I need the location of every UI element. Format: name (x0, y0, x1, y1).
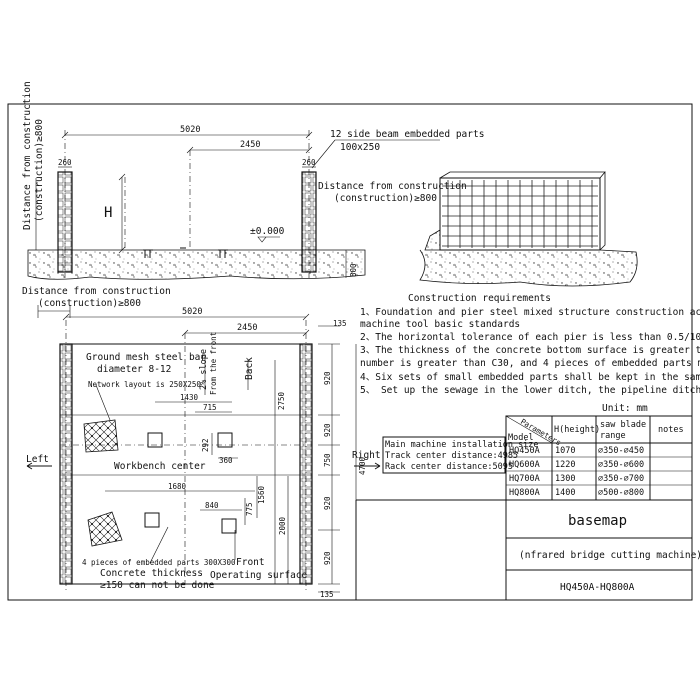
concrete-thickness-2: ≥150 can not be done (100, 580, 215, 591)
table-cell-r2-c2: 1220 (555, 460, 575, 470)
ground-mesh-2: diameter 8-12 (97, 364, 171, 375)
section-dim-pier-left: 260 (58, 158, 72, 167)
requirement-line-5: number is greater than C30, and 4 pieces… (360, 358, 700, 369)
left-label: Left (26, 454, 49, 465)
section-dim-total: 5020 (180, 125, 200, 135)
beam-parts-label: 12 side beam embedded parts (330, 129, 484, 140)
plan-dist-2: (construction)≥800 (38, 298, 141, 309)
section-dist-right-1: Distance from construction (318, 181, 467, 192)
concrete-thickness-1: Concrete thickness (100, 568, 203, 579)
section-dist-left-1: Distance from construction (22, 81, 33, 230)
title-block-subtitle: (nfrared bridge cutting machine) (519, 550, 700, 561)
section-dist-left-2: (construction)≥800 (34, 119, 45, 222)
plan-dim-360: 360 (219, 456, 233, 465)
ground-mesh-1: Ground mesh steel bar (86, 352, 206, 363)
plan-right-dim-1: 920 (323, 371, 332, 385)
table-unit: Unit: mm (602, 403, 648, 414)
installation-line-3: Rack center distance:5095 (385, 462, 513, 472)
table-header-height: H(height) (554, 425, 600, 435)
installation-box (382, 436, 506, 474)
plan-dim-1430: 1430 (180, 393, 199, 402)
table-cell-r4-c2: 1400 (555, 488, 575, 498)
table-header-notes: notes (658, 425, 684, 435)
plan-dim-inner: 2450 (237, 323, 257, 333)
embedded-parts: 4 pieces of embedded parts 300X300 (82, 558, 236, 567)
installation-line-2: Track center distance:4985 (385, 451, 518, 461)
slope-2: From the front (209, 332, 218, 395)
table-cell-r2-c1: HQ600A (509, 460, 540, 470)
plan-dim-292: 292 (201, 438, 210, 452)
requirement-line-1: 1、Foundation and pier steel mixed struct… (360, 307, 700, 318)
plan-dim-1560: 1560 (257, 485, 266, 504)
requirement-line-6: 4、Six sets of small embedded parts shall… (360, 372, 700, 383)
table-cell-r1-c2: 1070 (555, 446, 575, 456)
plan-right-dim-3: 750 (323, 453, 332, 467)
table-cell-r4-c1: HQ800A (509, 488, 540, 498)
plan-dim-135-bottom: 135 (320, 590, 334, 599)
section-view (27, 130, 440, 280)
title-block (355, 499, 692, 600)
plan-view (26, 305, 381, 593)
plan-dist-1: Distance from construction (22, 286, 171, 297)
plan-right-dim-4: 920 (323, 496, 332, 510)
beam-parts-size: 100x250 (340, 142, 380, 153)
plan-dim-2000: 2000 (278, 516, 287, 535)
table-cell-r1-c3: ⌀350-⌀450 (598, 446, 644, 456)
requirement-line-3: 2、The horizontal tolerance of each pier … (360, 332, 700, 343)
sheet-border (7, 103, 693, 601)
workbench-center: Workbench center (114, 461, 206, 472)
table-cell-r1-c1: HQ450A (509, 446, 540, 456)
plan-dim-4700: 4700 (358, 456, 367, 475)
table-header-saw-blade-text-2: range (600, 431, 626, 441)
table-header-saw-blade-text: saw blade (600, 420, 646, 430)
plan-right-dim-2: 920 (323, 423, 332, 437)
requirement-line-7: 5、 Set up the sewage in the lower ditch,… (360, 385, 700, 396)
table-cell-r3-c3: ⌀350-⌀700 (598, 474, 644, 484)
table-cell-r2-c3: ⌀350-⌀600 (598, 460, 644, 470)
table-cell-r3-c1: HQ700A (509, 474, 540, 484)
table-cell-r4-c3: ⌀500-⌀800 (598, 488, 644, 498)
rebar-sketch (419, 171, 638, 287)
section-dist-right-2: (construction)≥800 (334, 193, 437, 204)
requirements-title: Construction requirements (408, 293, 551, 304)
slope-1: 2% slope (199, 349, 209, 390)
right-label: Right (352, 450, 381, 461)
plan-dim-total: 5020 (182, 307, 202, 317)
plan-right-dim-5: 920 (323, 551, 332, 565)
section-dim-pier-right: 260 (302, 158, 316, 167)
section-dim-inner: 2450 (240, 140, 260, 150)
plan-dim-2750: 2750 (277, 391, 286, 410)
plan-dim-775: 775 (245, 502, 254, 516)
plan-dim-135-top: 135 (333, 319, 347, 328)
operating-surface: Operating surface (210, 570, 308, 581)
section-height-label: H (104, 205, 112, 221)
plan-dim-715: 715 (203, 403, 217, 412)
installation-line-1: Main machine installation size (385, 440, 539, 450)
title-block-models: HQ450A-HQ800A (560, 582, 635, 593)
title-block-title: basemap (568, 513, 627, 529)
section-depth-label: 800 (349, 263, 358, 277)
table-corner-bottom: Model (508, 433, 534, 443)
section-level-label: ±0.000 (250, 226, 285, 237)
requirement-line-4: 3、The thickness of the concrete bottom s… (360, 345, 700, 356)
table-cell-r3-c2: 1300 (555, 474, 575, 484)
rebar-grid-lines (442, 180, 598, 248)
front-label: Front (236, 557, 265, 568)
requirement-line-2: machine tool basic standards (360, 319, 520, 330)
plan-dim-1680: 1680 (168, 482, 187, 491)
back-label: Back (244, 357, 255, 380)
plan-dim-840: 840 (205, 501, 219, 510)
network-layout: Network layout is 250X250 (88, 380, 201, 389)
